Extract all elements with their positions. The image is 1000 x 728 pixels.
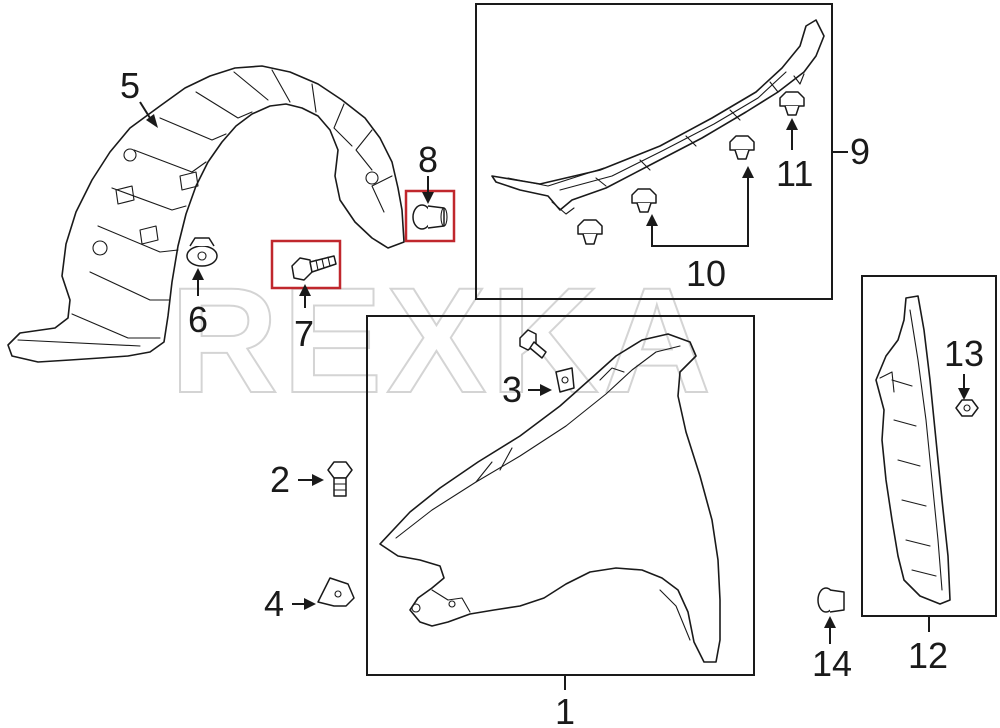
callout-9: 9 xyxy=(850,131,870,172)
callout-3: 3 xyxy=(502,369,522,410)
callout-4: 4 xyxy=(264,583,284,624)
bolt-part-2 xyxy=(327,461,353,497)
callout-11: 11 xyxy=(776,153,813,194)
cowl-panel-part xyxy=(491,19,825,215)
cowl-panel-box xyxy=(475,3,833,300)
clip-part-10a xyxy=(577,219,603,245)
clip-part-14 xyxy=(817,587,845,613)
leader-lines xyxy=(139,101,970,690)
fender-liner-part xyxy=(7,65,405,363)
bolt-part-7 xyxy=(291,255,337,281)
clip-part-8 xyxy=(412,204,448,230)
callout-14: 14 xyxy=(812,643,852,684)
highlight-box-8 xyxy=(404,189,456,243)
callout-10: 10 xyxy=(686,253,726,294)
bolt-part-13 xyxy=(955,399,979,417)
clip-part-11 xyxy=(779,91,805,116)
fender-bracket-part xyxy=(875,295,951,605)
callout-1: 1 xyxy=(555,691,575,728)
bolt-part-fender-top xyxy=(519,329,547,359)
clip-part-6 xyxy=(186,237,218,267)
callout-7: 7 xyxy=(294,313,314,354)
callout-6: 6 xyxy=(188,299,208,340)
callout-12: 12 xyxy=(908,635,948,676)
watermark: REXKA xyxy=(170,256,715,424)
callout-5: 5 xyxy=(120,65,140,106)
clip-part-3 xyxy=(555,367,575,393)
callout-13: 13 xyxy=(944,333,984,374)
fender-part xyxy=(379,333,721,663)
clip-part-10c xyxy=(729,135,755,160)
bracket-part-4 xyxy=(317,577,355,607)
clip-part-10b xyxy=(631,188,657,213)
callout-8: 8 xyxy=(418,139,438,180)
callout-2: 2 xyxy=(270,459,290,500)
fender-box xyxy=(366,315,755,676)
